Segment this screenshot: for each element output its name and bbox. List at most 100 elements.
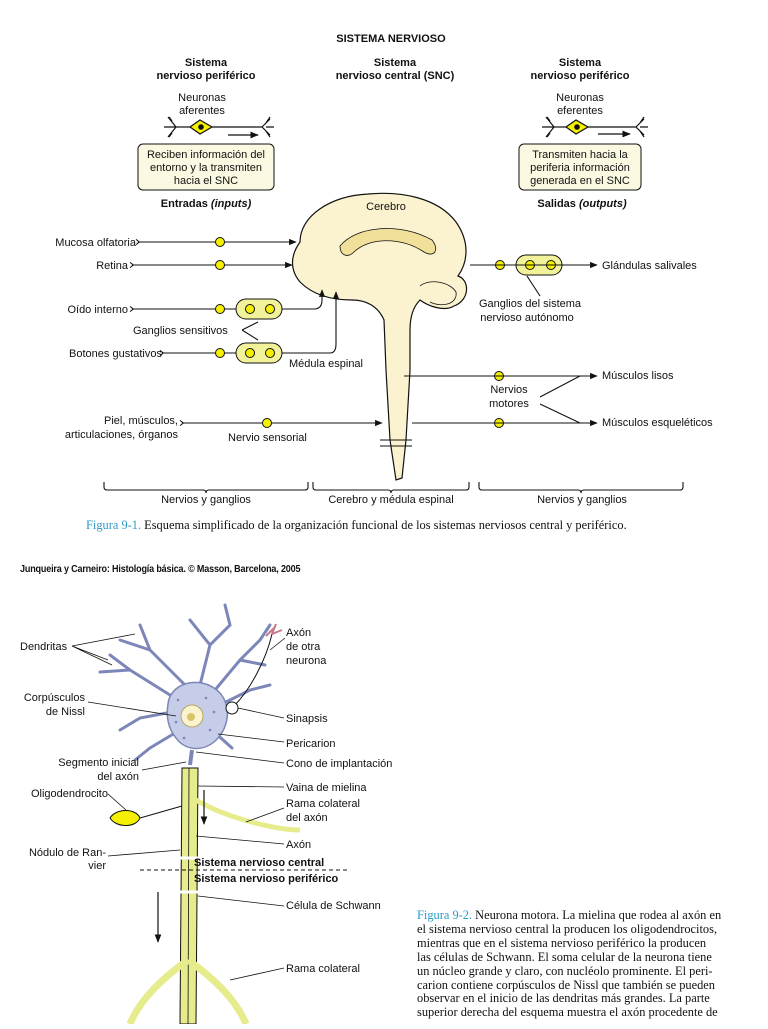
diagram-title: SISTEMA NERVIOSO: [336, 33, 446, 45]
oligodendrocyte-cell: [109, 810, 141, 826]
axon-hillock-label: Cono de implantación: [286, 758, 392, 770]
corpus-callosum: [339, 228, 437, 256]
brain-spinal-cord-illustration: Cerebro: [291, 192, 468, 481]
source-mucosa: Mucosa olfatoria: [55, 237, 137, 249]
figure-9-2-caption-line3: mientras que en el sistema nervioso peri…: [417, 935, 707, 950]
other-axon-line1: Axón: [286, 627, 311, 639]
synapse-label: Sinapsis: [286, 713, 328, 725]
sensory-ganglia-label: Ganglios sensitivos: [133, 325, 228, 337]
figure-9-2-caption-line5: un núcleo grande y claro, con nucléolo p…: [417, 963, 713, 978]
dendrites-label: Dendritas: [20, 641, 68, 653]
collateral-branch-upper: [194, 797, 301, 833]
oligodendrocyte-label: Oligodendrocito: [31, 788, 108, 800]
figure-9-2-caption-line4: las células de Schwann. El soma celular …: [417, 949, 712, 964]
bracket-label-right: Nervios y ganglios: [537, 494, 627, 506]
leader-lines: [71, 633, 286, 981]
figure-9-1-caption: Figura 9-1. Esquema simplificado de la o…: [86, 518, 726, 533]
afferent-box-line2: entorno y la transmiten: [150, 162, 262, 174]
salivary-glands-label: Glándulas salivales: [602, 260, 697, 272]
figure-9-2: Dendritas Corpúsculos de Nissl Segmento …: [20, 603, 392, 1026]
source-taste-buds: Botones gustativos: [69, 348, 162, 360]
efferent-neuron-icon: [542, 116, 648, 138]
source-skin-line1: Piel, músculos,: [104, 415, 178, 427]
efferent-info-box: [518, 143, 642, 191]
axon-hillock: [188, 749, 194, 766]
bracket-label-center: Cerebro y médula espinal: [328, 494, 453, 506]
autonomic-ganglia-line2: nervioso autónomo: [480, 312, 574, 324]
cerebellum-outline: [419, 281, 457, 306]
center-header-line1: Sistema: [374, 57, 417, 69]
source-credit: Junqueira y Carneiro: Histología básica.…: [20, 563, 301, 575]
ganglion-capsule-taste: [235, 342, 283, 364]
collateral-label: Rama colateral: [286, 963, 360, 975]
figure-9-2-caption-line2: el sistema nervioso central la producen …: [417, 921, 718, 936]
left-header-line2: nervioso periférico: [156, 70, 255, 82]
other-axon-terminal-icon: [265, 623, 283, 637]
afferent-label-line2: aferentes: [179, 105, 225, 117]
figure-9-2-caption: Figura 9-2. Neurona motora. La mielina q…: [417, 908, 749, 1020]
skeletal-muscle-label: Músculos esqueléticos: [602, 417, 713, 429]
pericarion-label: Pericarion: [286, 738, 336, 750]
other-neuron-axon: [233, 633, 273, 707]
other-axon-line2: de otra: [286, 641, 321, 653]
afferent-box-line3: hacia el SNC: [174, 175, 238, 187]
source-inner-ear: Oído interno: [67, 304, 128, 316]
motor-nerves-line1: Nervios: [490, 384, 528, 396]
axon-core: [187, 767, 190, 1025]
ranvier-label-line1: Nódulo de Ran-: [29, 847, 106, 859]
myelin-sheath-label: Vaina de mielina: [286, 782, 367, 794]
nucleolus: [187, 713, 195, 721]
nissl-label-line1: Corpúsculos: [24, 692, 86, 704]
afferent-neuron-icon: [164, 116, 274, 139]
ganglion-capsule-ear: [235, 298, 283, 320]
axon-label: Axón: [286, 839, 311, 851]
afferent-label-line1: Neuronas: [178, 92, 226, 104]
smooth-muscle-label: Músculos lisos: [602, 370, 674, 382]
ranvier-nodes: [180, 856, 198, 894]
efferent-box-line2: periferia información: [530, 162, 630, 174]
afferent-info-box: [137, 143, 275, 191]
output-pathways: [241, 261, 598, 427]
brain-label: Cerebro: [366, 201, 406, 213]
initial-segment-line1: Segmento inicial: [58, 757, 139, 769]
nissl-bodies: [174, 696, 216, 740]
source-skin-line2: articulaciones, órganos: [65, 429, 179, 441]
spinal-cord-label: Médula espinal: [289, 358, 363, 370]
cns-label: Sistema nervioso central: [194, 857, 324, 869]
collateral-axon-line2: del axón: [286, 812, 328, 824]
initial-segment-line2: del axón: [97, 771, 139, 783]
figure-9-1-caption-text: Esquema simplificado de la organización …: [141, 518, 627, 532]
dendrites-illustration: [98, 603, 272, 762]
right-header-line2: nervioso periférico: [530, 70, 629, 82]
collateral-axon-line1: Rama colateral: [286, 798, 360, 810]
afferent-box-line1: Reciben información del: [147, 149, 265, 161]
bottom-brackets: [103, 482, 684, 494]
nissl-label-line2: de Nissl: [46, 706, 85, 718]
figure-9-1-caption-label: Figura 9-1.: [86, 518, 142, 532]
motor-nerves-line2: motores: [489, 398, 529, 410]
efferent-label-line2: eferentes: [557, 105, 603, 117]
synapse-circle: [225, 701, 239, 715]
bracket-label-left: Nervios y ganglios: [161, 494, 251, 506]
inputs-label: Entradas (inputs): [161, 198, 252, 210]
right-header-line1: Sistema: [559, 57, 602, 69]
source-retina: Retina: [96, 260, 129, 272]
other-axon-line3: neurona: [286, 655, 327, 667]
ranvier-label-line2: vier: [88, 860, 106, 872]
figure-9-2-caption-label: Figura 9-2.: [417, 908, 473, 922]
outputs-label: Salidas (outputs): [537, 198, 627, 210]
efferent-label-line1: Neuronas: [556, 92, 604, 104]
oligodendrocyte-process: [139, 805, 183, 819]
autonomic-ganglia-line1: Ganglios del sistema: [479, 298, 582, 310]
center-header-line2: nervioso central (SNC): [336, 70, 455, 82]
sensory-nerve-label: Nervio sensorial: [228, 432, 307, 444]
efferent-box-line1: Transmiten hacia la: [532, 149, 628, 161]
figure-9-2-caption-line6: carion contiene corpúsculos de Nissl que…: [417, 977, 715, 992]
left-header-line1: Sistema: [185, 57, 228, 69]
efferent-box-line3: generada en el SNC: [530, 175, 630, 187]
figure-9-2-caption-line8: superior derecha del esquema muestra el …: [417, 1005, 718, 1020]
figure-9-2-caption-line7: observar en el inicio de las dendritas m…: [417, 991, 710, 1006]
figure-9-1: SISTEMA NERVIOSO Sistema nervioso perifé…: [55, 33, 713, 506]
